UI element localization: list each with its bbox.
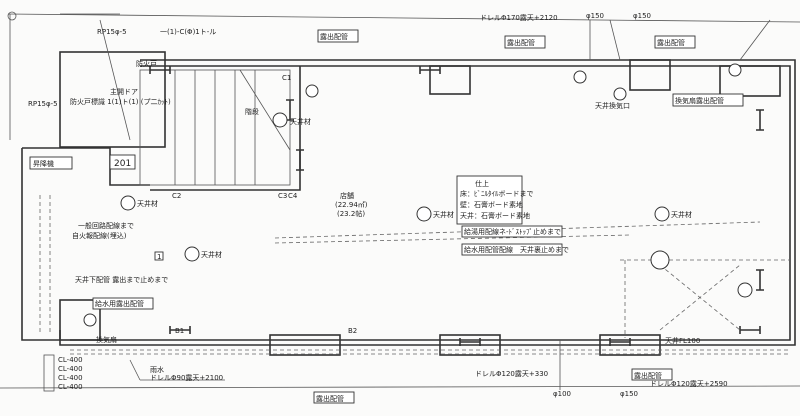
ceiling-material-label: 天井材: [433, 210, 454, 219]
hot-water-note: 給湯用配線ネ-ﾄﾞｽﾄｯﾌﾟ止めまで: [464, 227, 561, 236]
shop-name: 店舗: [340, 191, 354, 200]
ceiling-material-label: 天井材: [290, 117, 311, 126]
light-fixture-icon: [650, 250, 670, 270]
ceiling-material-label: 天井材: [201, 250, 222, 259]
water-supply-note: 給水用配管配線 天井裏止めまで: [464, 245, 569, 254]
light-fixture-icon: [184, 246, 200, 262]
column-mark: B1: [175, 327, 184, 335]
ceiling-material-label: 天井材: [137, 199, 158, 208]
ceiling-outlet-note: 天井換気口: [595, 101, 630, 110]
finish-ceiling: 天井：石膏ボード素地: [460, 211, 530, 220]
drain-top-label: ドレルΦ170露天+2120: [480, 14, 558, 22]
light-fixture-icon: [613, 87, 627, 101]
finish-wall: 壁：石膏ボード素地: [460, 200, 523, 209]
legend-item: CL-400: [58, 374, 83, 382]
legend-item: CL-400: [58, 383, 83, 391]
light-fixture-icon: [728, 63, 742, 77]
pipe-100-label: φ100: [553, 390, 571, 398]
legend-item: CL-400: [58, 365, 83, 373]
shop-area-m2: (22.94㎡): [335, 201, 368, 209]
exposed-piping-label: 露出配管: [657, 38, 685, 47]
room-number-201: 201: [114, 159, 131, 169]
pipe-150-label: φ150: [586, 12, 604, 20]
ceiling-fixtures: [83, 63, 753, 327]
light-fixture-icon: [654, 206, 670, 222]
pipe-150-label: φ150: [633, 12, 651, 20]
column-mark: B2: [348, 327, 357, 335]
water-note: 天井下配管 露出まで止めまで: [75, 275, 168, 284]
stairs-label: 階段: [245, 107, 259, 116]
elevator-label: 昇降機: [33, 159, 54, 168]
site-boundary: [0, 11, 800, 389]
exposed-piping-label: 露出配管: [634, 371, 662, 380]
drain-right-label: ドレルΦ120露天+2590: [650, 380, 728, 388]
vent-exposed-note: 換気扇露出配管: [675, 96, 724, 105]
light-fixture-icon: [120, 195, 136, 211]
column-mark: C4: [288, 192, 298, 200]
ceiling-run-note: 天井FL100: [665, 336, 700, 345]
rp-label: RP15φ-5: [97, 28, 127, 36]
label-boxes: [29, 29, 744, 404]
finish-title: 仕上: [475, 179, 489, 188]
shop-area-jo: (23.2帖): [337, 209, 365, 218]
drawing-text: ドレルΦ170露天+2120 φ150 φ150 露出配管 露出配管 露出配管 …: [28, 12, 728, 403]
rain-label: 雨水: [150, 365, 164, 374]
building-walls: [21, 19, 796, 390]
fire-alarm-note: 自火報配線(埋込): [72, 231, 127, 240]
room-number-1: 1: [157, 253, 161, 261]
legend: CL-400 CL-400 CL-400 CL-400: [43, 354, 83, 392]
fire-door-label: 防火戸標識 1(1)ト(1) (プ二ｶｯﾄ): [70, 97, 171, 106]
column-mark: C1: [282, 74, 291, 82]
drain-mid-label: ドレルΦ120露天+330: [475, 370, 548, 378]
water-exposed-note: 給水用露出配管: [95, 299, 144, 308]
light-fixture-icon: [305, 84, 319, 98]
fire-alarm-sub-note: 一般回路配線まで: [78, 221, 134, 230]
exposed-piping-label: 露出配管: [507, 38, 535, 47]
exposed-piping-label: 露出配管: [316, 394, 344, 403]
ceiling-material-label: 天井材: [671, 210, 692, 219]
note-label: 一(1)-C(Φ)1ト-ル: [160, 28, 216, 36]
light-fixture-icon: [573, 70, 587, 84]
legend-item: CL-400: [58, 356, 83, 364]
fire-door-label: 防火戸: [136, 59, 157, 68]
finish-floor: 床：ﾋﾞﾆﾙﾀｲﾙボードまで: [460, 189, 534, 198]
light-fixture-icon: [737, 282, 753, 298]
ventilation-label: 換気扇: [96, 335, 117, 344]
column-mark: C3: [278, 192, 287, 200]
drain-left-label: ドレルΦ90露天+2100: [150, 374, 223, 382]
light-fixture-icon: [272, 112, 288, 128]
column-mark: C2: [172, 192, 181, 200]
pipe-150-label: φ150: [620, 390, 638, 398]
light-fixture-icon: [416, 206, 432, 222]
rp-label: RP15φ-5: [28, 100, 58, 108]
main-door-label: 主開ドア: [110, 87, 138, 96]
light-fixture-icon: [83, 313, 97, 327]
exposed-piping-label: 露出配管: [320, 32, 348, 41]
